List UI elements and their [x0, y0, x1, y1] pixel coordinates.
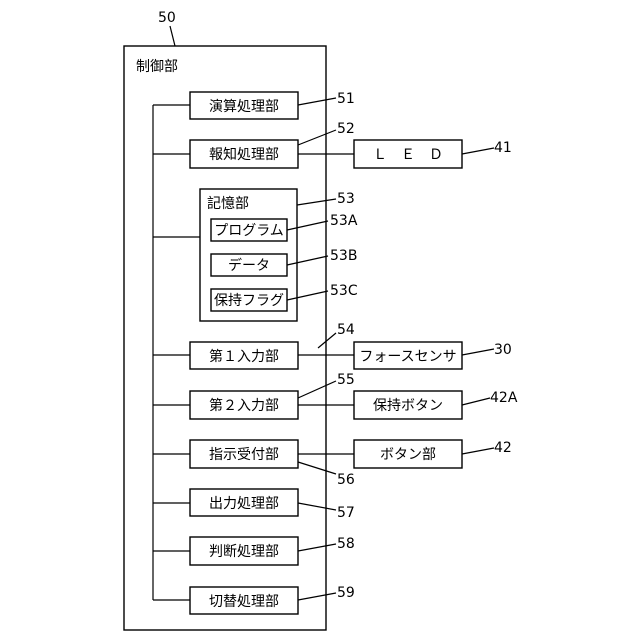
button-unit-label: ボタン部	[380, 447, 436, 463]
led-ref: 41	[494, 140, 512, 156]
external-force-sensor: フォースセンサ 30	[354, 342, 512, 369]
instruction-ref: 56	[337, 472, 355, 488]
external-led: Ｌ Ｅ Ｄ 41	[354, 140, 512, 168]
judge-ref: 58	[337, 536, 355, 552]
notify-ref: 52	[337, 121, 355, 137]
hold-button-ref: 42A	[490, 390, 518, 406]
hold-flag-ref: 53C	[330, 283, 358, 299]
button-unit-ref: 42	[494, 440, 512, 456]
force-sensor-label: フォースセンサ	[359, 349, 456, 365]
controller-leader	[170, 26, 175, 46]
output-ref: 57	[337, 505, 355, 521]
input2-label: 第２入力部	[209, 397, 279, 414]
controller-title: 制御部	[136, 59, 178, 75]
input1-label: 第１入力部	[209, 348, 279, 365]
external-button-unit: ボタン部 42	[354, 440, 512, 468]
force-sensor-ref: 30	[494, 342, 512, 358]
memory-label: 記憶部	[207, 195, 249, 212]
hold-flag-label: 保持フラグ	[214, 293, 284, 309]
instruction-label: 指示受付部	[209, 447, 279, 463]
calc-label: 演算処理部	[209, 99, 279, 115]
program-ref: 53A	[330, 213, 358, 229]
led-label: Ｌ Ｅ Ｄ	[373, 147, 443, 163]
data-ref: 53B	[330, 248, 357, 264]
input2-ref: 55	[337, 372, 355, 388]
data-label: データ	[228, 257, 270, 274]
calc-ref: 51	[337, 91, 355, 107]
controller-ref: 50	[158, 10, 176, 26]
input1-ref: 54	[337, 322, 355, 338]
judge-label: 判断処理部	[209, 544, 279, 560]
switch-ref: 59	[337, 585, 355, 601]
hold-button-label: 保持ボタン	[373, 398, 443, 414]
notify-label: 報知処理部	[209, 146, 279, 163]
switch-label: 切替処理部	[209, 594, 279, 610]
output-label: 出力処理部	[209, 496, 279, 512]
memory-ref: 53	[337, 191, 355, 207]
external-hold-button: 保持ボタン 42A	[354, 390, 518, 419]
program-label: プログラム	[214, 223, 284, 239]
